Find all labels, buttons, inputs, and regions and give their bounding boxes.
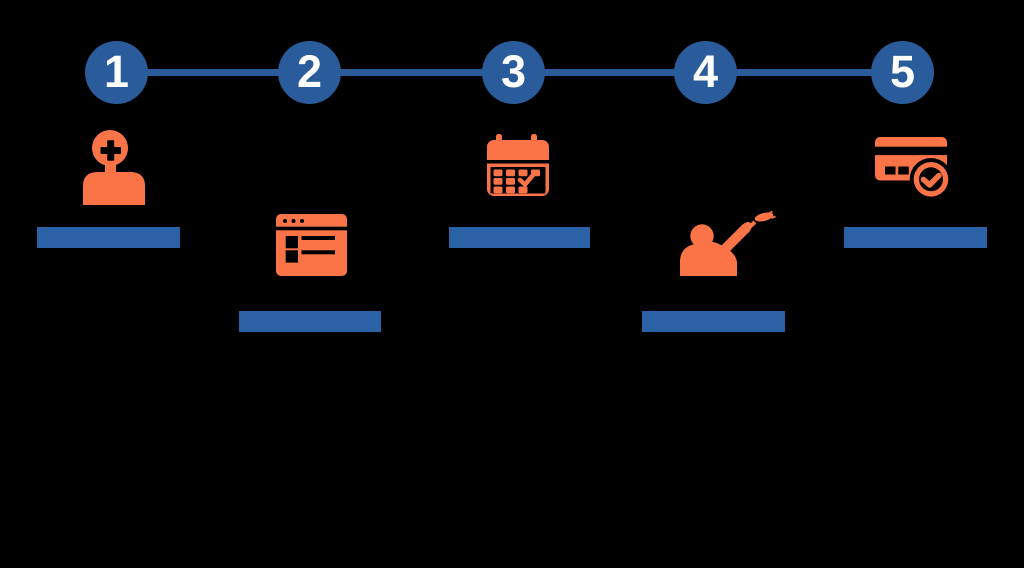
clay-shooting-icon — [680, 210, 776, 276]
step-label-bar-1 — [37, 227, 180, 248]
step-label-bar-5 — [844, 227, 987, 248]
step-number-2: 2 — [296, 46, 323, 97]
step-label-bar-4 — [642, 311, 785, 332]
step-circle-1: 1 — [85, 41, 148, 104]
step-number-5: 5 — [889, 46, 916, 97]
step-label-bar-2 — [239, 311, 381, 332]
step-circle-2: 2 — [278, 41, 341, 104]
card-payment-confirmed-icon — [875, 137, 949, 197]
step-number-3: 3 — [500, 46, 527, 97]
step-number-4: 4 — [692, 46, 719, 97]
step-number-1: 1 — [103, 46, 130, 97]
step-circle-3: 3 — [482, 41, 545, 104]
calendar-check-icon — [487, 134, 549, 196]
add-user-icon — [83, 130, 145, 205]
step-circle-4: 4 — [674, 41, 737, 104]
step-label-bar-3 — [449, 227, 590, 248]
browser-list-icon — [276, 214, 347, 276]
step-circle-5: 5 — [871, 41, 934, 104]
